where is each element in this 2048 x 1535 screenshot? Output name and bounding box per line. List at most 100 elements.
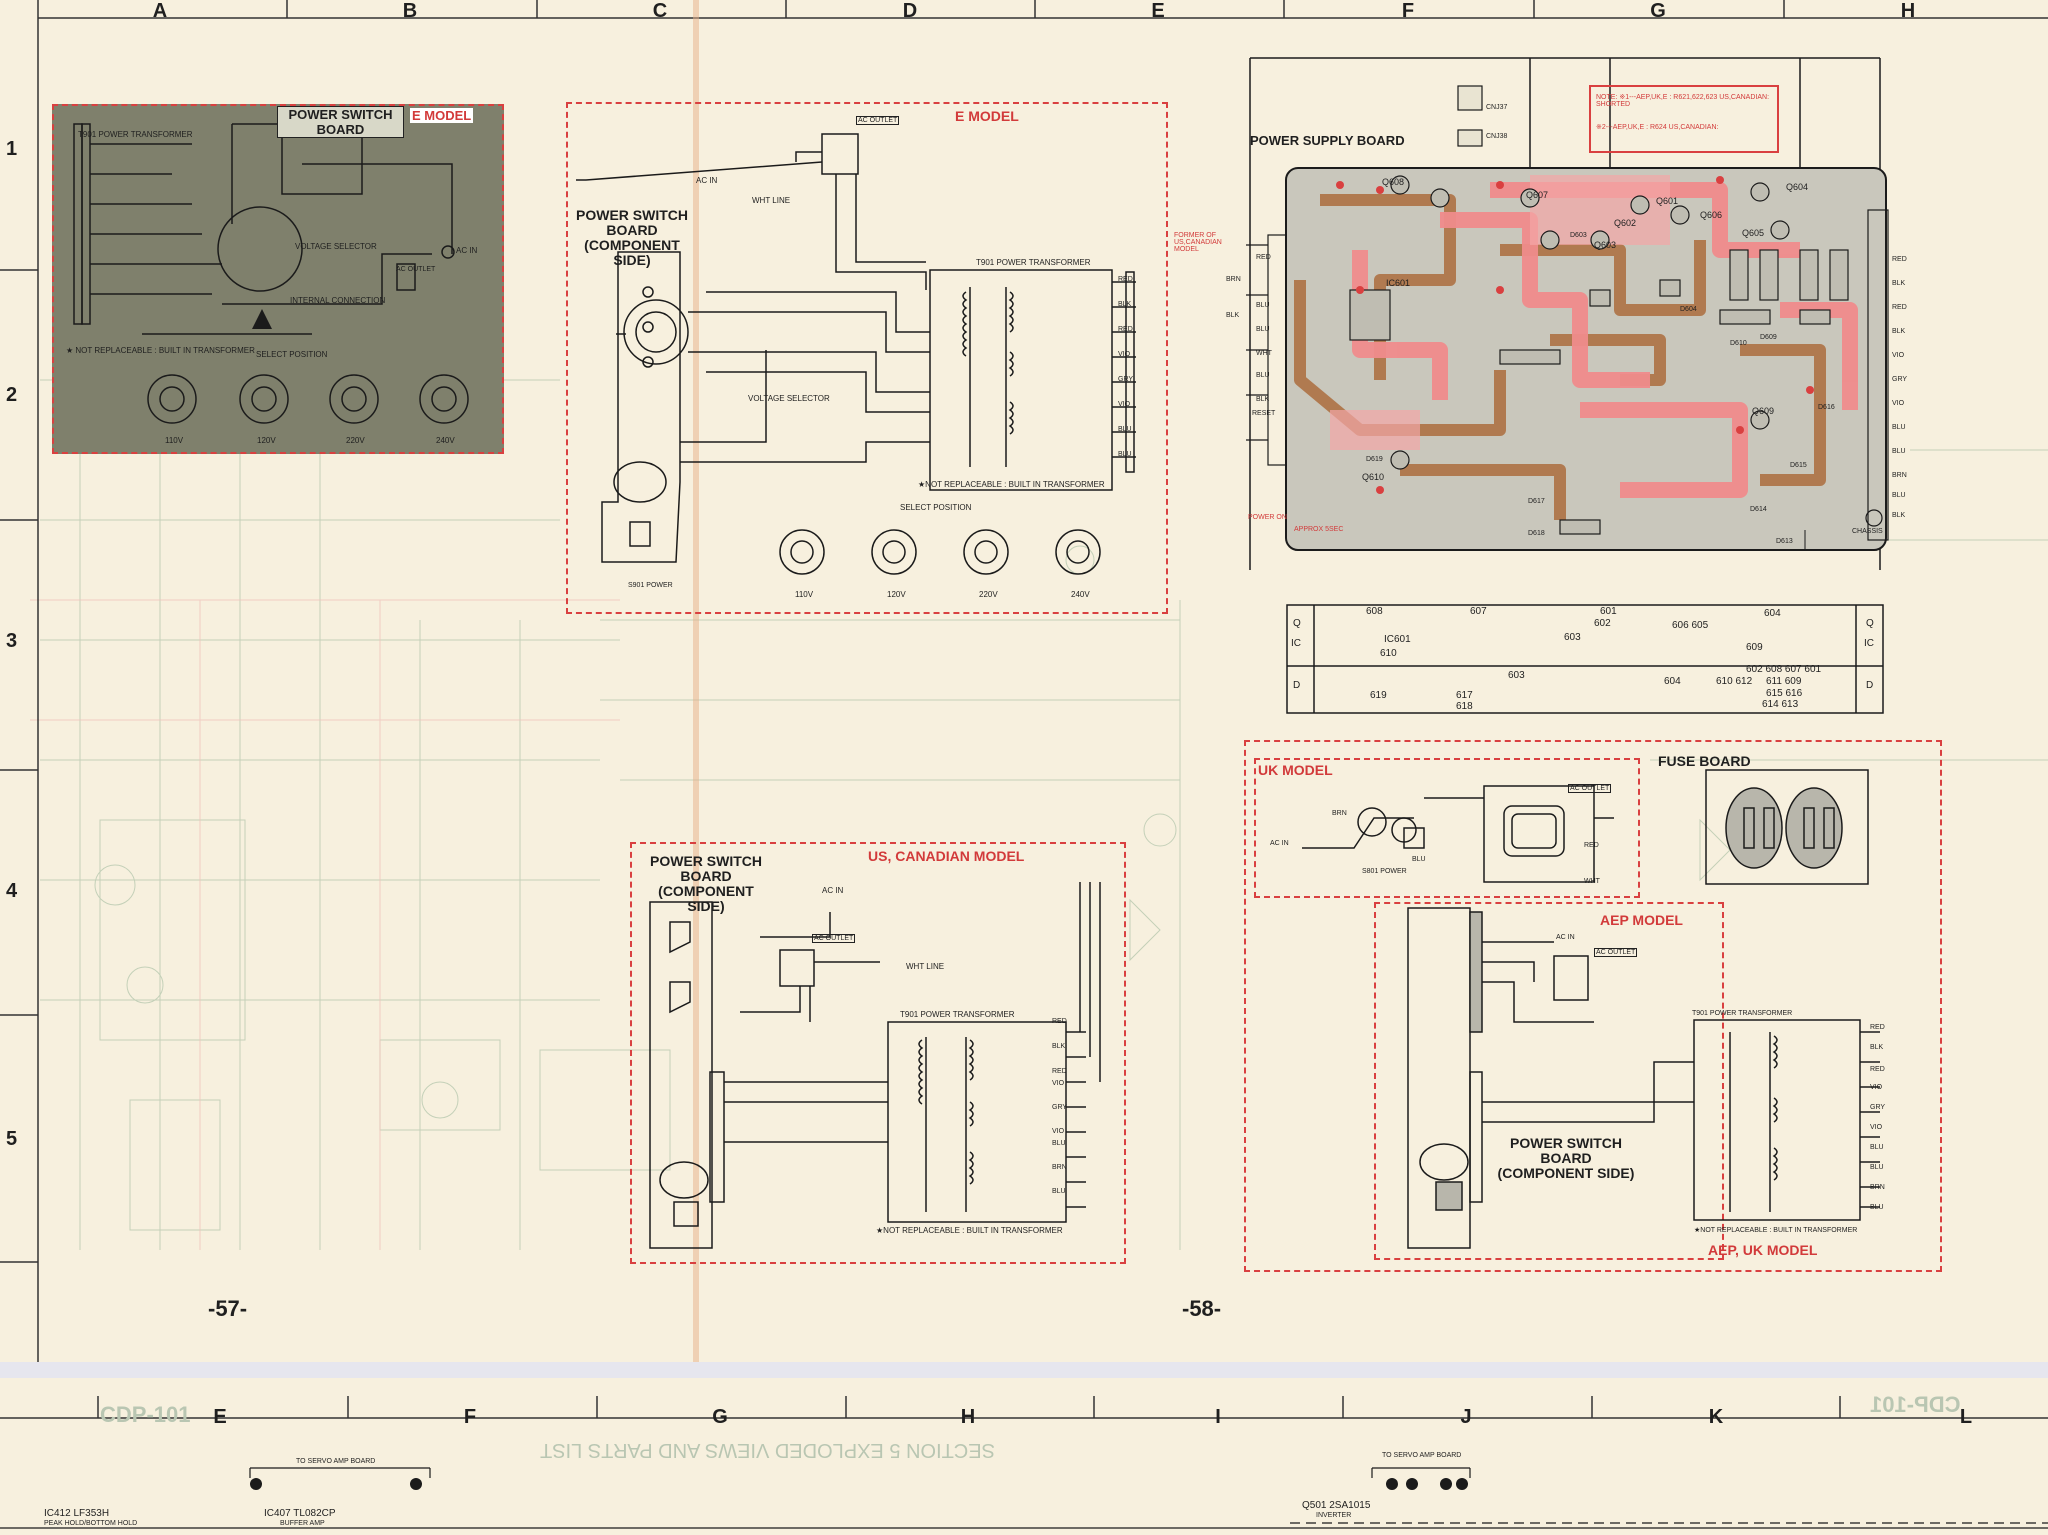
power-supply-approx: APPROX 5SEC [1294, 526, 1344, 533]
e-model-voltage-240: 240V [1071, 590, 1090, 599]
uk-model-wire-brn: BRN [1332, 810, 1347, 817]
e-model-wire-7: BLU [1118, 451, 1132, 458]
reference-table [1286, 604, 1884, 714]
e-model-shaded-transformer: T901 POWER TRANSFORMER [78, 130, 193, 139]
transistor-label-q602: Q602 [1614, 218, 1637, 228]
uk-model-wiring [1302, 785, 1614, 883]
ps-left-wire-5: WHT [1256, 350, 1272, 357]
ps-right-wire-2: RED [1892, 304, 1907, 311]
ps-right-wire-0: RED [1892, 256, 1907, 263]
ref-table-row-ic: IC [1291, 638, 1301, 649]
ps-left-wire-7: BLK [1256, 396, 1270, 403]
bottom-schematic-strip: E F G H I J K L CDP-101 CDP-101 SECTION … [0, 1378, 2048, 1535]
diode-label-d617: D617 [1528, 498, 1545, 505]
ps-left-wire-2: BLK [1226, 312, 1240, 319]
ic407-label: IC407 TL082CP [264, 1508, 336, 1519]
diode-label-d618: D618 [1528, 530, 1545, 537]
ref-ic-609: 609 [1746, 642, 1763, 653]
fuse-outer-panel [1244, 740, 1942, 1272]
page-number-right: -58- [1182, 1296, 1222, 1321]
diode-label-d616: D616 [1818, 404, 1835, 411]
ic-label-ic601: IC601 [1386, 278, 1411, 288]
ref-q-604: 604 [1764, 608, 1781, 619]
us-canadian-transformer: T901 POWER TRANSFORMER [900, 1010, 1015, 1019]
aep-model-label: AEP MODEL [1600, 912, 1683, 928]
ic407-desc: BUFFER AMP [280, 1520, 325, 1527]
ref-table-row-q-right: Q [1866, 618, 1874, 629]
ps-right-wire-8: BLU [1892, 448, 1906, 455]
aep-wire-7: BLU [1870, 1164, 1884, 1171]
aep-model-transformer: T901 POWER TRANSFORMER [1692, 1010, 1793, 1017]
e-model-wire-5: VIO [1118, 401, 1131, 408]
row-label-2: 2 [6, 384, 18, 406]
ps-left-wire-6: BLU [1256, 372, 1270, 379]
power-supply-note1: NOTE: ※1---AEP,UK,E : R621,622,623 US,CA… [1596, 94, 1770, 108]
e-model-shaded-voltage-240: 240V [436, 436, 455, 445]
us-canadian-ac-outlet: AC OUTLET [812, 934, 856, 943]
ref-table-row-d-right: D [1866, 680, 1874, 691]
page-gap [0, 1362, 2048, 1378]
e-model-shaded-ac-outlet: AC OUTLET [396, 266, 436, 273]
ps-left-wire-8: RESET [1252, 410, 1276, 417]
e-model-shaded-voltage-120: 120V [257, 436, 276, 445]
row-label-1: 1 [6, 138, 18, 160]
bottom-column-label-j: J [1460, 1406, 1472, 1428]
power-supply-cnj38: CNJ38 [1486, 133, 1508, 140]
aep-model-ac-outlet: AC OUTLET [1594, 948, 1638, 957]
transistor-label-q608: Q608 [1382, 177, 1405, 187]
ref-ic-603: 603 [1564, 632, 1581, 643]
row-label-4: 4 [6, 880, 18, 902]
frame-lines [0, 0, 2048, 1362]
to-servo-left: TO SERVO AMP BOARD [296, 1458, 376, 1465]
ps-right-wire-4: VIO [1892, 352, 1905, 359]
diode-label-d604: D604 [1680, 306, 1697, 313]
us-canadian-wire-1: BLK [1052, 1043, 1066, 1050]
ref-d-604: 604 [1664, 676, 1681, 687]
e-model-wire-1: BLK [1118, 301, 1132, 308]
ref-ic-610: 610 [1380, 648, 1397, 659]
e-model-wire-4: GRY [1118, 376, 1134, 383]
diode-label-d615: D615 [1790, 462, 1807, 469]
power-supply-cnj37: CNJ37 [1486, 104, 1508, 111]
us-canadian-wire-3: VIO [1052, 1080, 1065, 1087]
us-canadian-wire-7: BRN [1052, 1164, 1067, 1171]
column-label-e: E [1151, 0, 1165, 22]
e-model-note: ★NOT REPLACEABLE : BUILT IN TRANSFORMER [918, 480, 1105, 489]
ref-d-611-609: 611 609 [1766, 676, 1802, 687]
transistor-label-q609: Q609 [1752, 406, 1775, 416]
transistor-label-q610: Q610 [1362, 472, 1385, 482]
aep-wire-6: BLU [1870, 1144, 1884, 1151]
e-model-shaded-internal: INTERNAL CONNECTION [290, 296, 386, 305]
e-model-shaded-voltage-220: 220V [346, 436, 365, 445]
bottom-column-label-i: I [1215, 1406, 1221, 1428]
fuse-board-title: FUSE BOARD [1658, 753, 1751, 769]
e-model-shaded-wiring [73, 123, 469, 424]
aep-wire-2: RED [1870, 1066, 1885, 1073]
ic412-desc: PEAK HOLD/BOTTOM HOLD [44, 1520, 138, 1527]
uk-model-wire-blu: BLU [1412, 856, 1426, 863]
transistor-label-q607: Q607 [1526, 190, 1549, 200]
ref-q-607: 607 [1470, 606, 1487, 617]
e-model-voltage-220: 220V [979, 590, 998, 599]
ref-q-608: 608 [1366, 606, 1383, 617]
bottom-column-label-k: K [1708, 1406, 1724, 1428]
e-model-shaded-note: ★ NOT REPLACEABLE : BUILT IN TRANSFORMER [66, 346, 255, 355]
ghost-section-title: SECTION 5 EXPLODED VIEWS AND PARTS LIST [540, 1439, 995, 1461]
power-supply-power-on: POWER ON [1248, 514, 1287, 521]
column-label-c: C [652, 0, 668, 22]
column-label-g: G [1650, 0, 1666, 22]
ref-table-row-ic-right: IC [1864, 638, 1874, 649]
e-model-switch: S901 POWER [628, 582, 673, 589]
e-model-wire-0: RED [1118, 276, 1133, 283]
us-canadian-wire-2: RED [1052, 1068, 1067, 1075]
diode-label-d603: D603 [1570, 232, 1587, 239]
e-model-shaded-title: POWER SWITCH BOARD [277, 106, 404, 138]
e-model-shaded-model-label: E MODEL [410, 108, 474, 123]
bottom-column-label-g: G [712, 1406, 728, 1428]
power-supply-former: FORMER OF US,CANADIAN MODEL [1174, 232, 1222, 253]
us-canadian-note: ★NOT REPLACEABLE : BUILT IN TRANSFORMER [876, 1226, 1063, 1235]
ref-d-603: 603 [1508, 670, 1525, 681]
ps-left-wire-4: BLU [1256, 326, 1270, 333]
bottom-column-label-l: L [1959, 1406, 1973, 1428]
diode-label-d619: D619 [1366, 456, 1383, 463]
